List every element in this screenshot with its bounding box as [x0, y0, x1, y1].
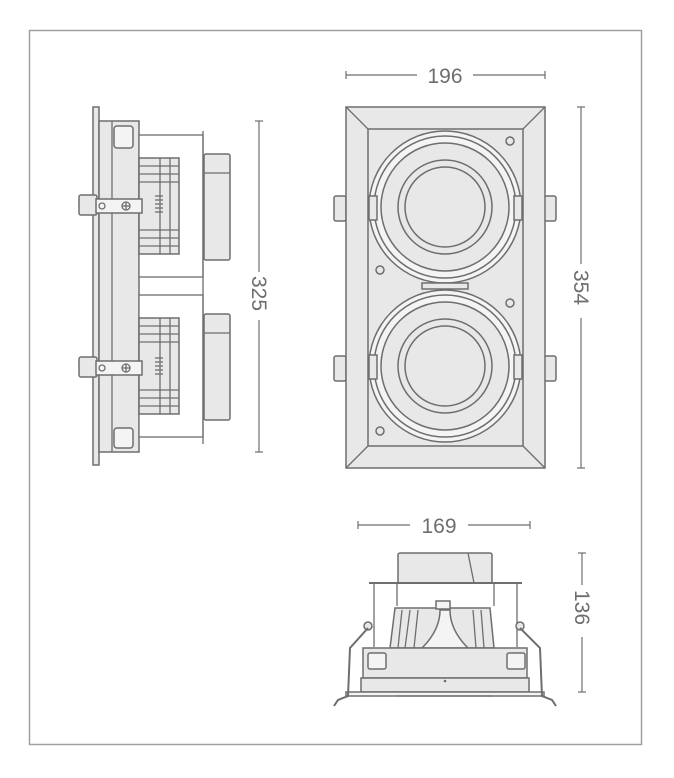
- dimension-side-height: 325: [247, 120, 270, 453]
- side-module-top: [78, 131, 231, 290]
- front-lamp-top: [368, 130, 523, 284]
- end-view: 169 136: [333, 515, 593, 707]
- dimension-label-cutout-width: 169: [421, 515, 456, 538]
- side-module-bottom: [78, 290, 231, 444]
- side-view: 325: [78, 106, 270, 466]
- drawing-border: [28, 29, 643, 746]
- dimension-label-depth: 136: [570, 590, 593, 625]
- front-lamp-bottom: [368, 289, 523, 443]
- dimension-label-front-height: 354: [569, 270, 592, 305]
- dimension-cutout-width: 169: [357, 515, 531, 538]
- dimension-depth: 136: [570, 552, 593, 693]
- front-view: 196 354: [333, 65, 592, 469]
- dimension-front-height: 354: [569, 106, 592, 469]
- dimension-label-side-height: 325: [247, 276, 270, 311]
- dimension-front-width: 196: [345, 65, 546, 88]
- dimension-label-front-width: 196: [427, 65, 462, 88]
